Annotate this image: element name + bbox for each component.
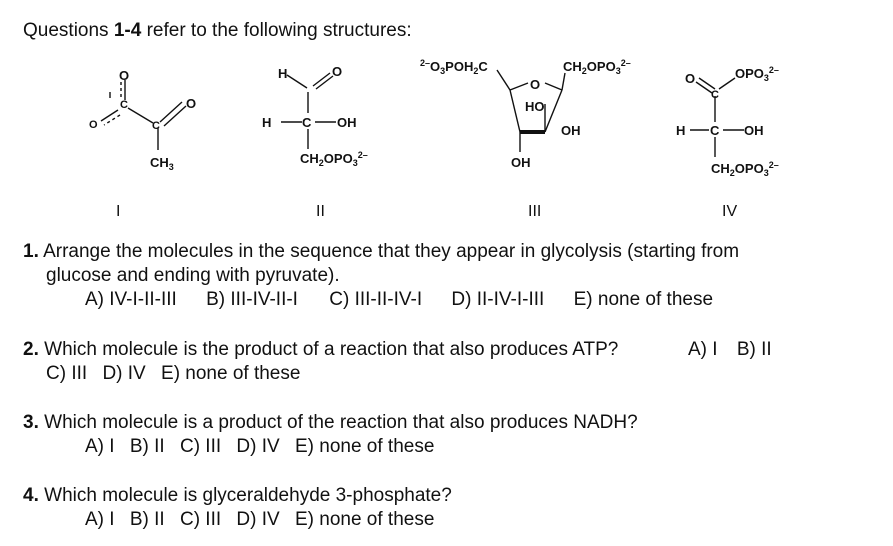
struct-iv-phosphate: CH2OPO32– [711,160,779,178]
struct-iv-opo: OPO32– [735,65,779,83]
q1-option-d[interactable]: D) II-IV-I-III [451,289,545,310]
struct-i-methyl: CH3 [150,155,174,172]
struct-iv-h: H [676,123,685,138]
question-3-options: A) I B) II C) III D) IV E) none of these [85,436,434,458]
struct-i-o-left: O [89,119,98,131]
q4-option-d[interactable]: D) IV [236,509,280,530]
q3-option-b[interactable]: B) II [129,436,165,457]
question-1-options: A) IV-I-II-III B) III-IV-II-I C) III-II-… [85,289,713,311]
q2-option-b[interactable]: B) II [736,339,772,360]
structure-label-ii: II [316,203,325,220]
header-range: 1-4 [113,20,142,41]
structure-iv [690,77,744,157]
structure-label-iii: III [528,203,542,220]
struct-i-c1: C [120,99,128,111]
q4-option-c[interactable]: C) III [179,509,222,530]
struct-iv-oh: OH [744,123,764,138]
structure-ii [281,72,336,149]
question-2-number: 2. [23,339,39,360]
question-3-number: 3. [23,412,39,433]
struct-iii-ring-o: O [530,77,540,92]
q2-option-e[interactable]: E) none of these [161,363,301,384]
struct-ii-oh: OH [337,115,357,130]
question-4-options: A) I B) II C) III D) IV E) none of these [85,509,434,531]
q3-option-c[interactable]: C) III [179,436,222,457]
q2-option-d[interactable]: D) IV [102,363,146,384]
structure-label-i: I [116,203,121,220]
question-2-options: C) III D) IV E) none of these [46,363,300,385]
struct-iii-ho: HO [525,99,545,114]
question-4-number: 4. [23,485,39,506]
question-2: 2. Which molecule is the product of a re… [23,339,618,361]
header-suffix: refer to the following structures: [141,20,412,41]
question-3: 3. Which molecule is a product of the re… [23,412,638,434]
structure-i-pyruvate [100,80,187,150]
struct-iii-oh1: OH [561,123,581,138]
question-1-number: 1. [23,241,39,262]
q3-option-a[interactable]: A) I [85,436,115,457]
q2-option-c[interactable]: C) III [46,363,88,384]
question-4-text: Which molecule is glyceraldehyde 3-phosp… [44,485,452,506]
q4-option-b[interactable]: B) II [129,509,165,530]
struct-iii-right: CH2OPO32– [563,58,631,76]
question-1-text: Arrange the molecules in the sequence th… [43,241,740,262]
question-1: 1. Arrange the molecules in the sequence… [23,241,739,263]
struct-ii-phosphate: CH2OPO32– [300,150,368,168]
struct-ii-h: H [262,115,271,130]
structure-label-iv: IV [722,203,738,220]
struct-iv-c: C [710,123,720,138]
struct-i-o-right: O [186,96,196,111]
header-line: Questions 1-4 refer to the following str… [23,20,412,42]
q3-option-d[interactable]: D) IV [236,436,280,457]
struct-iii-left: 2–O3POH2C [420,58,488,76]
struct-ii-c: C [302,115,312,130]
struct-ii-o: O [332,64,342,79]
question-2-text: Which molecule is the product of a react… [44,339,619,360]
question-2-inline-options: A) I B) II [688,339,772,361]
q1-option-a[interactable]: A) IV-I-II-III [85,289,177,310]
q1-option-e[interactable]: E) none of these [573,289,714,310]
structure-iii [496,69,566,152]
question-4: 4. Which molecule is glyceraldehyde 3-ph… [23,485,452,507]
q4-option-a[interactable]: A) I [85,509,115,530]
q1-option-b[interactable]: B) III-IV-II-I [206,289,298,310]
struct-ii-h-top: H [278,66,287,81]
struct-iii-oh2: OH [511,155,531,170]
header-prefix: Questions [23,20,114,41]
struct-iv-c1: C [711,89,719,101]
q2-option-a[interactable]: A) I [688,339,718,360]
struct-iv-o: O [685,71,695,86]
struct-i-c2: C [152,120,160,132]
question-1-text-cont: glucose and ending with pyruvate). [46,265,340,286]
struct-i-o-top: O [119,68,129,83]
q4-option-e[interactable]: E) none of these [294,509,435,530]
q1-option-c[interactable]: C) III-II-IV-I [329,289,423,310]
question-3-text: Which molecule is a product of the react… [44,412,638,433]
q3-option-e[interactable]: E) none of these [294,436,435,457]
